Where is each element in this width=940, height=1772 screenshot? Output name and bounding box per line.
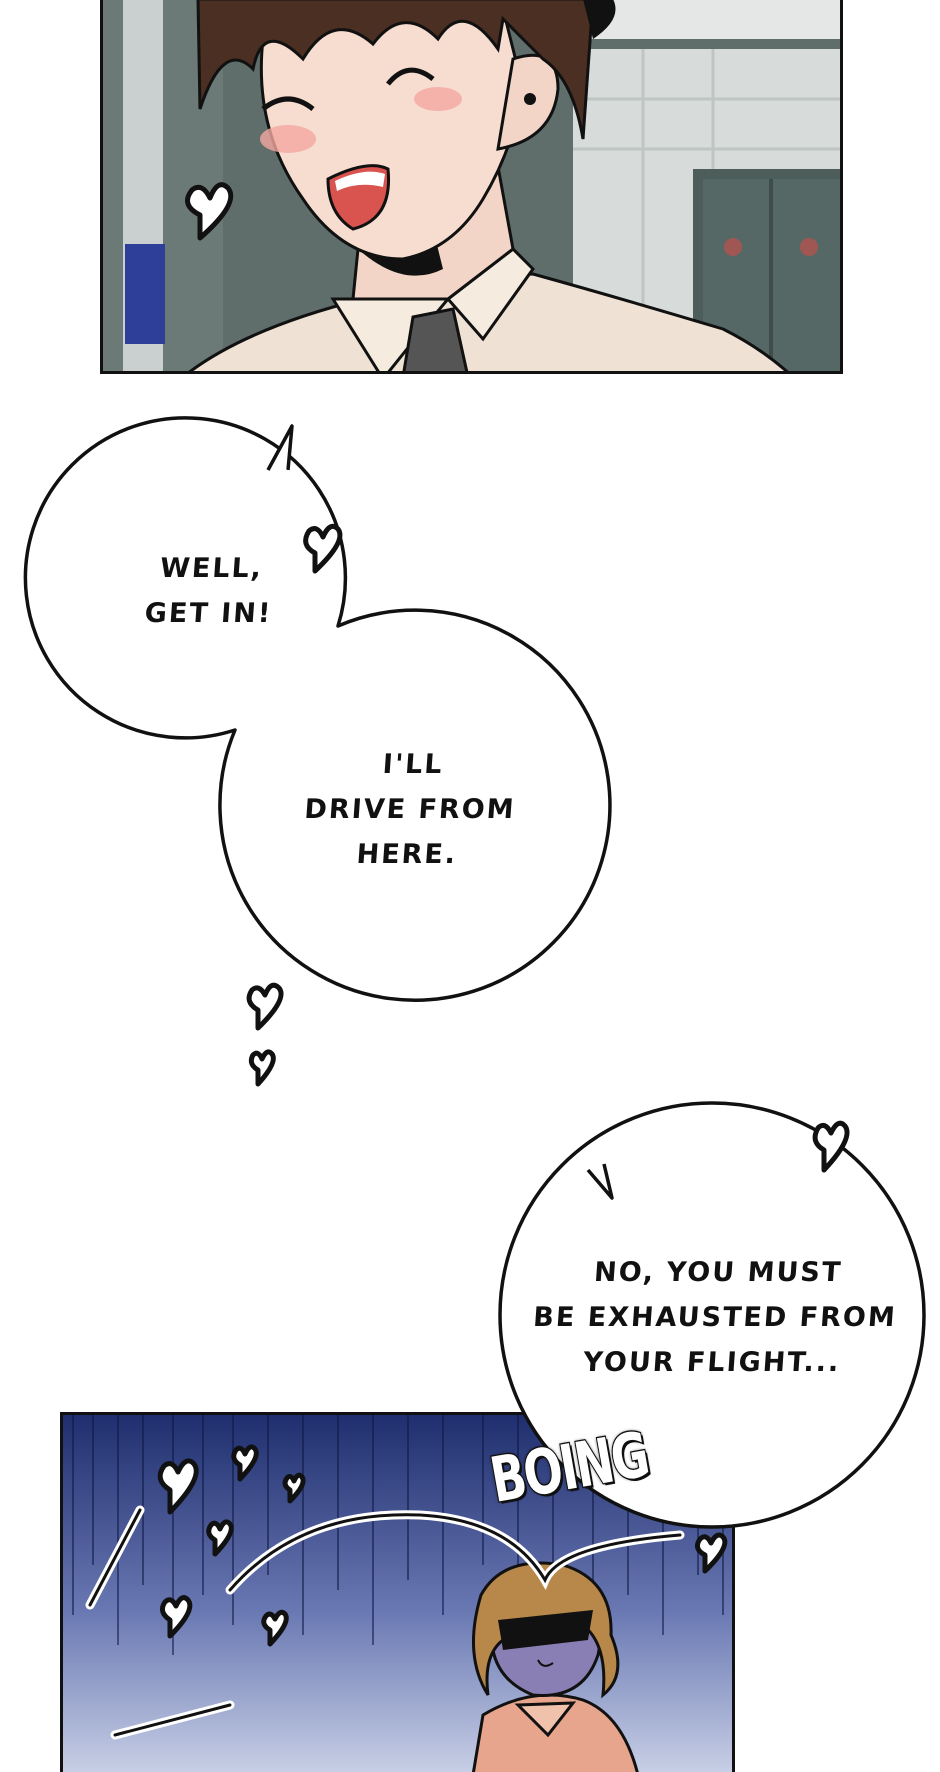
speech-bubble-driver [18, 416, 612, 1002]
heart-icon [157, 1458, 199, 1515]
heart-icon [159, 1595, 193, 1639]
speech-text-greeting: WELL, GET IN! [143, 553, 274, 629]
heart-icon [694, 1532, 728, 1574]
heart-icon [812, 1120, 850, 1173]
heart-icon [282, 1472, 306, 1504]
speech-text-reply: NO, YOU MUST BE EXHAUSTED FROM YOUR FLIG… [532, 1257, 898, 1378]
station-sign [125, 244, 165, 344]
heart-icon [246, 982, 284, 1031]
heart-icon [261, 1609, 289, 1647]
speech-bubble-reply [498, 1101, 926, 1529]
heart-icon [303, 523, 343, 574]
heart-icon [248, 1049, 276, 1087]
heart-icon [206, 1519, 234, 1557]
heart-icon [185, 182, 234, 241]
speed-line-icon [225, 1510, 685, 1595]
heart-icon [231, 1444, 259, 1482]
speech-text-offer: I'LL DRIVE FROM HERE. [303, 749, 517, 870]
